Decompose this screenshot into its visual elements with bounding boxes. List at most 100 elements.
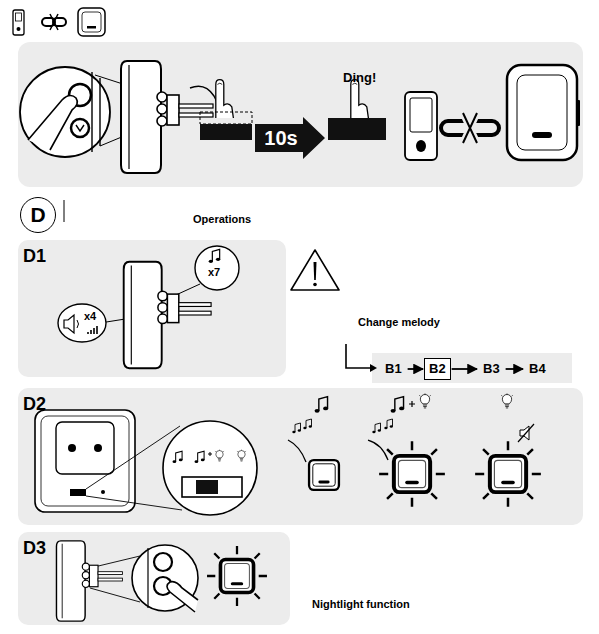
d2-panel-part: [309, 460, 339, 490]
d1-panel-part: [18, 240, 286, 377]
arrow-shape-fill: [255, 117, 325, 159]
melody-arrow-part: [346, 344, 370, 368]
header-icons-part: [16, 13, 22, 21]
pairing-panel-part: [121, 61, 213, 173]
d1-panel: [18, 240, 286, 377]
header-icons-part: [17, 27, 21, 31]
d1-panel-part: [58, 304, 106, 342]
d3-panel: [18, 532, 290, 625]
section-label: D1: [23, 246, 281, 267]
time-arrow: 10s: [255, 117, 325, 159]
header-icons: [13, 8, 105, 36]
d2-panel-part: [372, 423, 381, 433]
pairing-panel-part: [76, 125, 84, 131]
d3-panel-part: [18, 532, 290, 625]
melody-arrow: [346, 344, 572, 383]
d1-panel-part: [195, 246, 239, 290]
pairing-panel-part: [92, 72, 100, 152]
melody-step: B2: [424, 358, 451, 380]
d2-panel-part: [384, 419, 393, 429]
d3-panel-part: [154, 553, 172, 571]
melody-step: B1: [380, 358, 407, 380]
d3-panel-part: [207, 546, 267, 606]
d2-panel-part: [303, 419, 312, 429]
header-icons-part: [87, 26, 96, 29]
melody-arrow-part: [370, 364, 377, 372]
d3-panel-part: [56, 541, 122, 621]
d2-panel-part: [195, 451, 205, 463]
d2-panel-part: [56, 422, 114, 474]
instruction-text: Change melody: [358, 316, 440, 328]
warning-sign-part: [314, 262, 317, 280]
warning-sign-part: [291, 250, 339, 290]
pairing-panel-part: [463, 113, 477, 143]
d2-panel-part: [475, 441, 541, 507]
d2-panel-part: [18, 388, 583, 525]
warning-sign: [291, 250, 339, 290]
melody-arrow-part: [372, 353, 572, 383]
flow-arrow: [452, 368, 477, 370]
section-label: D2: [23, 394, 578, 415]
d2-panel-part: [237, 450, 246, 461]
d2-panel-part: [288, 440, 306, 462]
melody-label: B1: [385, 361, 402, 377]
volume-count: x4: [84, 310, 96, 322]
d2-panel-part: [379, 441, 445, 507]
section-label: D: [30, 203, 45, 227]
pairing-panel-part: [517, 75, 567, 150]
d2-panel-part: [409, 401, 415, 407]
header-rule: [64, 200, 65, 222]
header-icons-part: [13, 10, 24, 35]
d3-panel-part: [90, 588, 140, 602]
pairing-panel-part: [200, 112, 252, 124]
d2-panel-part: [391, 397, 405, 413]
melody-label: B4: [529, 361, 546, 377]
melody-step: B4: [524, 358, 551, 380]
d2-panel-part: [419, 393, 431, 408]
flow-arrow: [408, 368, 423, 370]
function-text: Nightlight function: [312, 598, 410, 610]
pairing-panel-part: [576, 100, 580, 126]
d2-panel-part: [163, 421, 257, 515]
d2-panel-part: [101, 490, 105, 494]
pairing-panel-part: [416, 140, 426, 152]
step-panel: D2: [18, 388, 583, 525]
repeat-count: x7: [208, 266, 220, 278]
time-label: 10s: [255, 117, 307, 159]
section-label: D3: [23, 538, 285, 559]
step-panel: D3: [18, 532, 290, 625]
step-panel: D1: [18, 240, 286, 377]
d3-panel-part: [167, 582, 198, 612]
pairing-panel-part: [507, 65, 577, 160]
d2-panel-part: [35, 410, 135, 512]
sound-text: Ding!: [343, 70, 376, 85]
d2-panel: [18, 388, 583, 525]
melody-label: B3: [483, 361, 500, 377]
pairing-panel-part: [532, 132, 552, 138]
d2-panel-part: [86, 496, 182, 510]
flow-arrow: [506, 368, 523, 370]
pairing-panel-part: [351, 80, 369, 118]
pairing-panel-part: [200, 124, 252, 140]
section-badge: D: [20, 197, 56, 233]
melody-label: B2: [429, 361, 446, 377]
d2-panel-part: [292, 423, 301, 433]
d1-panel-part: [88, 326, 97, 334]
d2-panel-part: [68, 444, 76, 452]
d2-panel-part: [315, 397, 329, 413]
d2-panel-part: [182, 477, 242, 497]
pairing-panel: [18, 42, 583, 187]
d2-panel-part: [94, 444, 102, 452]
section-title: Operations: [193, 213, 251, 225]
pairing-panel-part: [18, 42, 583, 187]
d2-panel-part: [368, 440, 388, 460]
header-icons-part: [82, 12, 101, 32]
d2-panel-part: [518, 424, 534, 442]
d2-panel-part: [208, 452, 212, 456]
d3-panel-part: [132, 545, 198, 611]
d1-panel-part: [209, 249, 220, 263]
pairing-panel-part: [463, 113, 477, 143]
d2-panel-part: [501, 393, 513, 408]
pairing-panel-part: [328, 118, 386, 140]
